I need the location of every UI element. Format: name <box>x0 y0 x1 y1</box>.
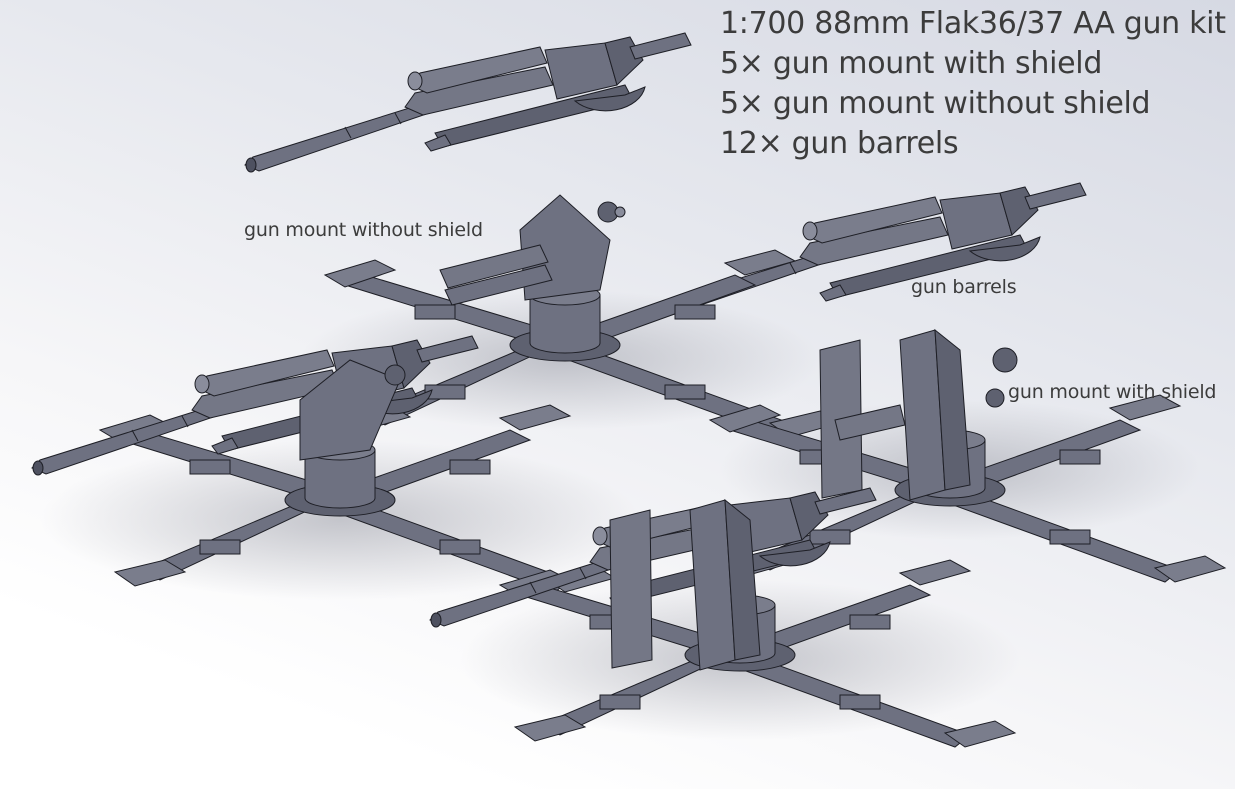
gun-mount-with-shield-right <box>709 329 1226 583</box>
kit-item-mount-without-shield: 5× gun mount without shield <box>720 86 1151 121</box>
gun-mount-without-shield-back <box>324 194 841 438</box>
kit-item-mount-with-shield: 5× gun mount with shield <box>720 46 1103 81</box>
label-gun-barrels: gun barrels <box>911 276 1017 298</box>
label-gun-mount-with-shield: gun mount with shield <box>1008 381 1217 403</box>
kit-item-barrels: 12× gun barrels <box>720 126 959 161</box>
gun-mount-without-shield-front <box>31 335 616 593</box>
standalone-gun-barrel <box>244 32 692 173</box>
kit-title: 1:700 88mm Flak36/37 AA gun kit <box>720 6 1226 41</box>
label-gun-mount-without-shield: gun mount without shield <box>244 219 483 241</box>
kit-description: 1:700 88mm Flak36/37 AA gun kit 5× gun m… <box>720 4 1226 164</box>
